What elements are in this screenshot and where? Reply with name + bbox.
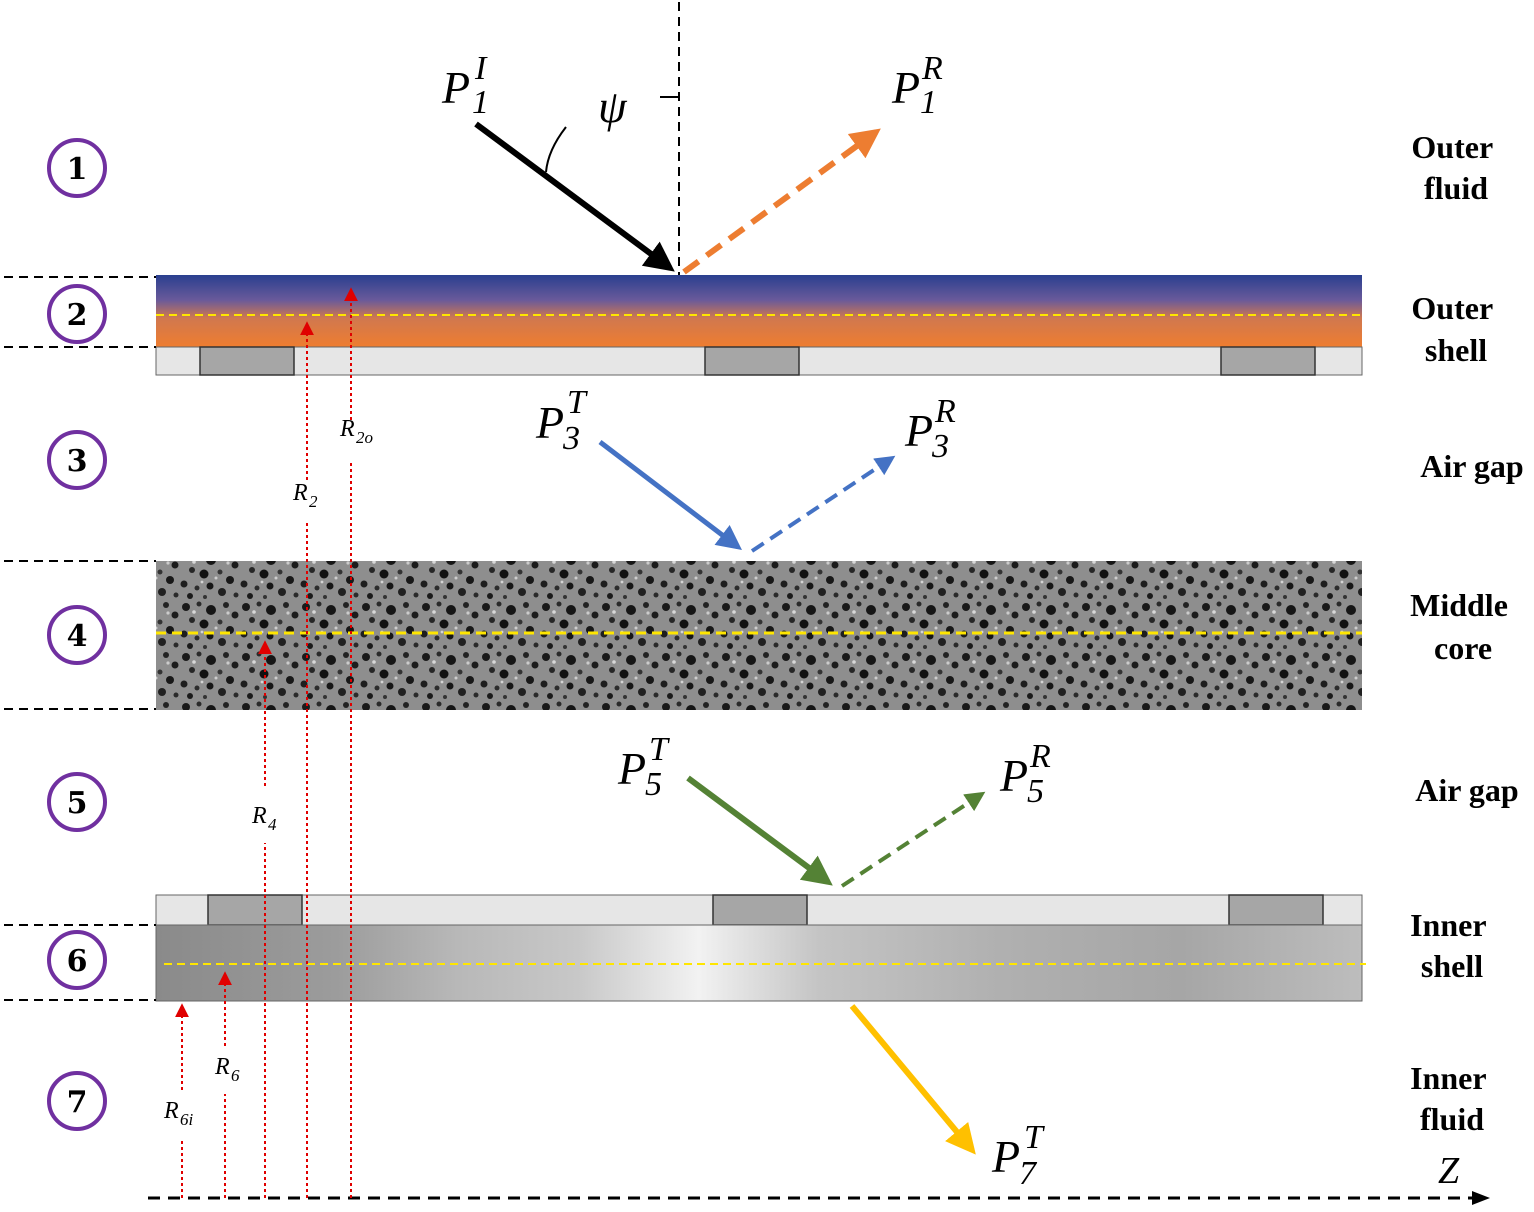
svg-text:6i: 6i: [180, 1110, 194, 1129]
layer-boundary-ticks: [4, 276, 156, 1001]
reflected-wave-arrow-1: [682, 128, 881, 275]
svg-text:4: 4: [268, 815, 277, 834]
layer-label-middle-core: Middle core: [1410, 587, 1516, 666]
svg-text:1: 1: [472, 84, 489, 121]
angle-arc: [545, 126, 567, 173]
incident-wave-arrow: [474, 121, 675, 272]
svg-text:R: R: [292, 480, 308, 506]
layer-number-3: 3: [47, 430, 107, 490]
svg-text:1: 1: [920, 84, 937, 121]
z-axis-arrowhead: [1472, 1191, 1490, 1205]
layer-label-air-gap-1: Air gap: [1420, 448, 1523, 484]
svg-text:T: T: [567, 384, 588, 421]
svg-text:R: R: [163, 1098, 179, 1124]
layer-number-2: 2: [47, 284, 107, 344]
svg-text:2: 2: [67, 298, 88, 333]
outer-stiffener-block: [704, 346, 800, 376]
svg-text:7: 7: [1019, 1155, 1038, 1192]
svg-text:T: T: [649, 731, 670, 768]
svg-text:5: 5: [645, 766, 662, 803]
layer-number-4: 4: [47, 605, 107, 665]
svg-text:6: 6: [231, 1066, 240, 1085]
reflected-wave-arrow-3: [750, 455, 896, 553]
radius-label-r6i: R 6i: [163, 1098, 194, 1129]
layer-label-outer-shell: Outer shell: [1411, 290, 1500, 368]
layer-number-1: 1: [47, 138, 107, 198]
reflected-wave-arrow-5: [840, 791, 986, 888]
transmitted-wave-arrow-7: [849, 1004, 976, 1155]
outer-stiffener-block: [1220, 346, 1316, 376]
angle-psi-label: ψ: [598, 81, 628, 132]
radius-label-r6: R 6: [214, 1054, 240, 1085]
inner-stiffener-block: [207, 894, 303, 926]
svg-text:1: 1: [67, 152, 88, 187]
layer-number-6: 6: [47, 930, 107, 990]
layer-number-7: 7: [47, 1071, 107, 1131]
svg-text:P: P: [441, 62, 470, 113]
svg-text:T: T: [1024, 1119, 1045, 1156]
svg-text:3: 3: [562, 420, 580, 457]
inner-stiffener-block: [1228, 894, 1324, 926]
transmitted-wave-arrow-5: [686, 775, 833, 886]
inner-stiffener-block: [712, 894, 808, 926]
svg-text:P: P: [904, 405, 933, 456]
svg-text:R: R: [921, 50, 943, 87]
svg-text:P: P: [991, 1131, 1020, 1182]
layer-label-inner-fluid: Inner fluid: [1410, 1060, 1494, 1137]
wave-label-p7-transmitted: P T 7: [991, 1119, 1045, 1192]
z-axis-label: Z: [1438, 1150, 1460, 1192]
svg-text:I: I: [474, 50, 488, 87]
svg-text:R: R: [214, 1054, 230, 1080]
svg-text:R: R: [251, 803, 267, 829]
svg-text:4: 4: [67, 619, 88, 654]
layer-label-outer-fluid: Outer fluid: [1411, 129, 1500, 206]
layer-label-inner-shell: Inner shell: [1410, 907, 1494, 984]
wave-label-p3-reflected: P R 3: [904, 393, 956, 465]
svg-text:P: P: [891, 62, 920, 113]
svg-text:P: P: [617, 743, 646, 794]
outer-shell-layer: [156, 275, 1362, 347]
layer-label-air-gap-2: Air gap: [1415, 772, 1518, 808]
outer-stiffener-block: [199, 346, 295, 376]
svg-text:7: 7: [67, 1085, 88, 1120]
radius-label-r2o: R 2o: [339, 416, 373, 447]
svg-text:5: 5: [67, 786, 88, 821]
wave-label-p5-reflected: P R 5: [999, 738, 1051, 810]
radius-label-r2: R 2: [292, 480, 318, 511]
svg-text:P: P: [999, 750, 1028, 801]
svg-text:3: 3: [67, 444, 88, 479]
svg-text:2: 2: [309, 492, 318, 511]
wave-label-p3-transmitted: P T 3: [535, 384, 588, 457]
wave-label-p5-transmitted: P T 5: [617, 731, 670, 803]
middle-core-layer: [156, 561, 1362, 710]
radius-lines: [175, 287, 358, 1198]
wave-label-p1-incident: P I 1: [441, 50, 489, 121]
transmitted-wave-arrow-3: [598, 440, 742, 551]
svg-text:6: 6: [67, 944, 88, 979]
svg-text:2o: 2o: [356, 428, 373, 447]
svg-text:R: R: [934, 393, 956, 430]
svg-text:R: R: [339, 416, 355, 442]
layer-number-5: 5: [47, 772, 107, 832]
radius-label-r4: R 4: [251, 803, 277, 834]
svg-text:3: 3: [931, 428, 949, 465]
svg-text:5: 5: [1027, 773, 1044, 810]
wave-label-p1-reflected: P R 1: [891, 50, 943, 121]
svg-text:R: R: [1029, 738, 1051, 775]
inner-shell-layer: [155, 924, 1363, 1002]
svg-text:P: P: [535, 397, 564, 448]
